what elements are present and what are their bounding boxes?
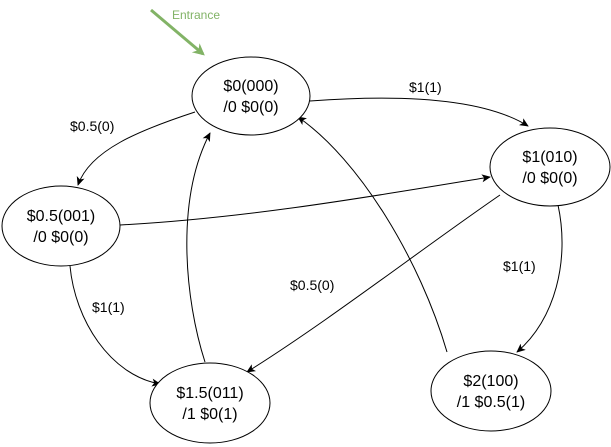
- state-s0-line1: $0(000): [223, 78, 278, 95]
- edge-s0-to-s1[interactable]: [309, 97, 529, 127]
- state-s1-line1: $1(010): [522, 149, 577, 166]
- edge-s2-to-s0[interactable]: [297, 116, 448, 353]
- edges: $1(1) $0.5(0) $1(1) $0.5(0) $1(1): [69, 79, 563, 387]
- edge-s1-to-s15[interactable]: [246, 194, 501, 373]
- state-s15-line2: /1 $0(1): [182, 406, 237, 423]
- edge-s0-to-s05[interactable]: [76, 111, 196, 186]
- state-s0[interactable]: $0(000) /0 $0(0): [191, 56, 311, 136]
- state-s05[interactable]: $0.5(001) /0 $0(0): [1, 185, 121, 267]
- state-s2-line2: /1 $0.5(1): [457, 394, 525, 411]
- state-s15-ellipse[interactable]: [149, 362, 271, 444]
- state-s05-line2: /0 $0(0): [33, 229, 88, 246]
- state-s0-line2: /0 $0(0): [223, 99, 278, 116]
- state-s0-ellipse[interactable]: [191, 56, 311, 136]
- edge-s15-to-s0[interactable]: [186, 132, 211, 363]
- entrance-label: Entrance: [172, 8, 220, 22]
- state-s1[interactable]: $1(010) /0 $0(0): [489, 127, 611, 207]
- state-s2-ellipse[interactable]: [430, 350, 552, 432]
- state-s2-line1: $2(100): [463, 373, 518, 390]
- edge-s05-to-s1[interactable]: [119, 174, 491, 226]
- state-s15-line1: $1.5(011): [176, 385, 243, 402]
- edge-label-s1-to-s15: $0.5(0): [290, 277, 334, 293]
- state-s05-line1: $0.5(001): [27, 208, 96, 225]
- state-s1-ellipse[interactable]: [489, 127, 611, 207]
- entrance-arrow: [150, 8, 205, 56]
- edge-label-s0-to-s1: $1(1): [409, 79, 442, 95]
- state-s1-line2: /0 $0(0): [522, 170, 577, 187]
- edge-label-s05-to-s15: $1(1): [92, 299, 125, 315]
- state-s2[interactable]: $2(100) /1 $0.5(1): [430, 350, 552, 432]
- edge-label-s1-to-s2: $1(1): [503, 258, 536, 274]
- state-s15[interactable]: $1.5(011) /1 $0(1): [149, 362, 271, 444]
- edge-s05-to-s15[interactable]: [69, 265, 161, 387]
- state-s05-ellipse[interactable]: [1, 185, 121, 267]
- edge-s1-to-s2[interactable]: [516, 204, 563, 353]
- edge-label-s0-to-s05: $0.5(0): [70, 118, 114, 134]
- entrance-indicator: Entrance: [150, 8, 220, 56]
